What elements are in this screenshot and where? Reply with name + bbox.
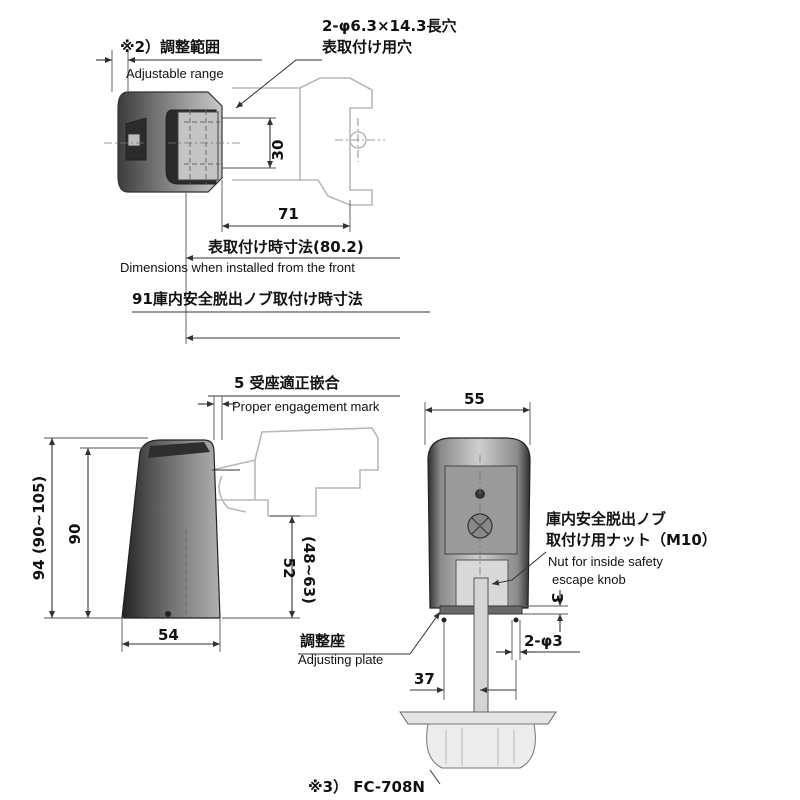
side-view-body (121, 439, 221, 619)
front-view: 55 庫内安全脱出ノブ 取付け用ナット（M10） Nut for inside … (298, 390, 717, 796)
side-view: 5 受座適正嵌合 Proper engagement mark 94 (90~1… (30, 374, 400, 652)
model-label: ※3） FC-708N (308, 778, 425, 796)
top-view: ※2）調整範囲 Adjustable range 2-φ6.3×14.3長穴 表… (96, 17, 457, 344)
dim-30: 30 (269, 140, 287, 161)
nut-label-en-1: Nut for inside safety (548, 554, 663, 569)
holes-2-phi3: 2-φ3 (524, 632, 563, 650)
slot-holes-label: 2-φ6.3×14.3長穴 (322, 17, 457, 35)
front-mount-holes-label: 表取付け用穴 (322, 38, 412, 56)
side-view-ghost-strike (211, 427, 379, 517)
top-view-ghost-strike (232, 77, 385, 206)
adjustable-range-jp: ※2）調整範囲 (120, 38, 220, 56)
nut-label-jp-1: 庫内安全脱出ノブ (546, 510, 666, 528)
adjustable-range-en: Adjustable range (126, 66, 224, 81)
dim-55: 55 (464, 390, 485, 408)
adjusting-plate-en: Adjusting plate (298, 652, 383, 667)
dim-90: 90 (66, 524, 84, 545)
dim-71: 71 (278, 205, 299, 223)
dim-37: 37 (414, 670, 435, 688)
top-view-body (104, 91, 240, 193)
adjusting-plate-jp: 調整座 (300, 632, 345, 650)
front-install-dim-en: Dimensions when installed from the front (120, 260, 355, 275)
nut-label-jp-2: 取付け用ナット（M10） (546, 531, 717, 549)
dim-48-63: (48~63) (300, 536, 318, 604)
inside-knob-install-dim: 91庫内安全脱出ノブ取付け時寸法 (132, 290, 363, 308)
dim-54: 54 (158, 626, 179, 644)
engagement-mark-jp: 5 受座適正嵌合 (234, 374, 341, 392)
dim-3: 3 (548, 593, 566, 603)
dim-94-range: 94 (90~105) (30, 476, 48, 581)
engagement-mark-en: Proper engagement mark (232, 399, 380, 414)
front-install-dim-jp: 表取付け時寸法(80.2) (208, 238, 364, 256)
nut-label-en-2: escape knob (552, 572, 626, 587)
dim-52: 52 (280, 558, 298, 579)
